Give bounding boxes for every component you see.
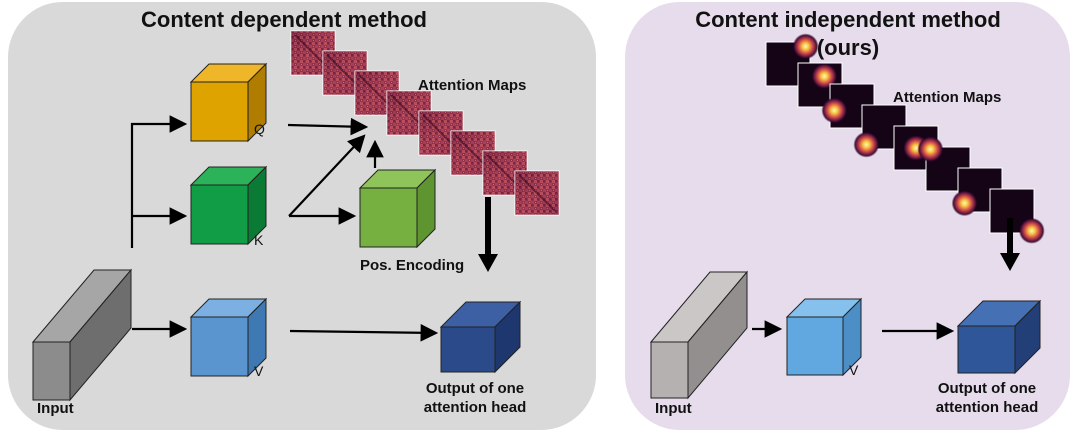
right-attention-maps-label: Attention Maps (893, 89, 1001, 106)
left-arrows (130, 115, 439, 342)
left-panel-title: Content dependent method (141, 7, 427, 32)
right-panel-title-line1: Content independent method (695, 7, 1001, 32)
attention-map-left (386, 90, 432, 136)
input-label-left: Input (37, 400, 74, 417)
output-cube-right (956, 299, 1042, 375)
query-to-maps-arrow (287, 117, 369, 136)
maps-to-output-arrowhead-left (478, 254, 498, 272)
maps-to-output-arrowhead-right (1000, 253, 1020, 271)
output-label-right-line1: Output of one (938, 380, 1036, 397)
output-label-left-line1: Output of one (426, 380, 524, 397)
input-branch-line (130, 115, 188, 248)
value-to-output-arrow (289, 323, 439, 342)
output-label-right-line2: attention head (936, 399, 1039, 416)
positional-encoding-cube (358, 168, 437, 249)
left-attention-maps-label: Attention Maps (418, 77, 526, 94)
right-arrows (752, 320, 955, 340)
output-cube-left (439, 300, 522, 374)
key-to-maps-arrow (288, 134, 366, 217)
value-cube-right (785, 297, 863, 377)
key-cube (189, 165, 268, 246)
value-cube-left (189, 297, 268, 378)
value-label-left: V (254, 363, 264, 379)
input-cube-right (649, 270, 749, 400)
input-label-right: Input (655, 400, 692, 417)
positional-encoding-label: Pos. Encoding (360, 257, 464, 274)
right-panel-title-line2: (ours) (817, 35, 879, 60)
key-label: K (254, 232, 264, 248)
attention-map-left (322, 50, 368, 96)
value-label-right: V (849, 362, 859, 378)
query-label: Q (254, 121, 265, 137)
input-cube-left (31, 268, 133, 402)
attention-map-left (514, 170, 560, 216)
left-attention-map-stack (290, 30, 560, 216)
output-label-left-line2: attention head (424, 399, 527, 416)
query-cube (189, 62, 268, 143)
